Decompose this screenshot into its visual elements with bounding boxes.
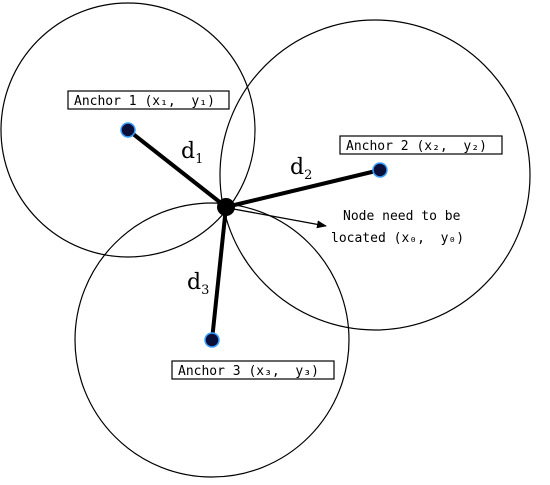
distance-label-d1: d1 (181, 139, 203, 167)
distance-line-1 (126, 128, 228, 209)
anchor-3-label: Anchor 3 (x₃, y₃) (171, 360, 335, 380)
anchor-3-range-circle (74, 202, 350, 478)
distance-label-d3: d3 (187, 270, 209, 298)
anchor-2-coord: (x₂, y₂) (416, 139, 486, 154)
anchor-1-range-circle (0, 2, 256, 258)
node-pointer-arrow (227, 207, 327, 229)
svg-text:Anchor 3 (x₃, y₃): Anchor 3 (x₃, y₃) (178, 364, 319, 379)
anchor-2-point (372, 162, 388, 178)
unknown-node-point (217, 198, 235, 216)
anchor-3-name: Anchor 3 (178, 364, 241, 379)
anchor-2-range-circle (219, 19, 531, 331)
distance-line-3 (210, 206, 228, 341)
anchor-1-name: Anchor 1 (74, 94, 137, 109)
node-label: Node need to be located (x₀, y₀) (331, 209, 464, 246)
svg-text:Anchor 2 (x₂, y₂): Anchor 2 (x₂, y₂) (346, 139, 487, 154)
svg-text:Anchor 1 (x₁, y₁): Anchor 1 (x₁, y₁) (74, 94, 215, 109)
anchor-1-label: Anchor 1 (x₁, y₁) (67, 90, 230, 110)
node-label-line-1: Node need to be (343, 209, 461, 224)
anchor-2-name: Anchor 2 (346, 139, 409, 154)
node-label-line-2: located (x₀, y₀) (331, 231, 464, 246)
anchor-1-coord: (x₁, y₁) (144, 94, 214, 109)
distance-line-2 (225, 168, 381, 209)
anchor-3-coord: (x₃, y₃) (248, 364, 318, 379)
anchor-1-point (120, 122, 136, 138)
anchor-3-point (204, 332, 220, 348)
anchor-2-label: Anchor 2 (x₂, y₂) (339, 135, 503, 155)
distance-label-d2: d2 (290, 155, 312, 183)
